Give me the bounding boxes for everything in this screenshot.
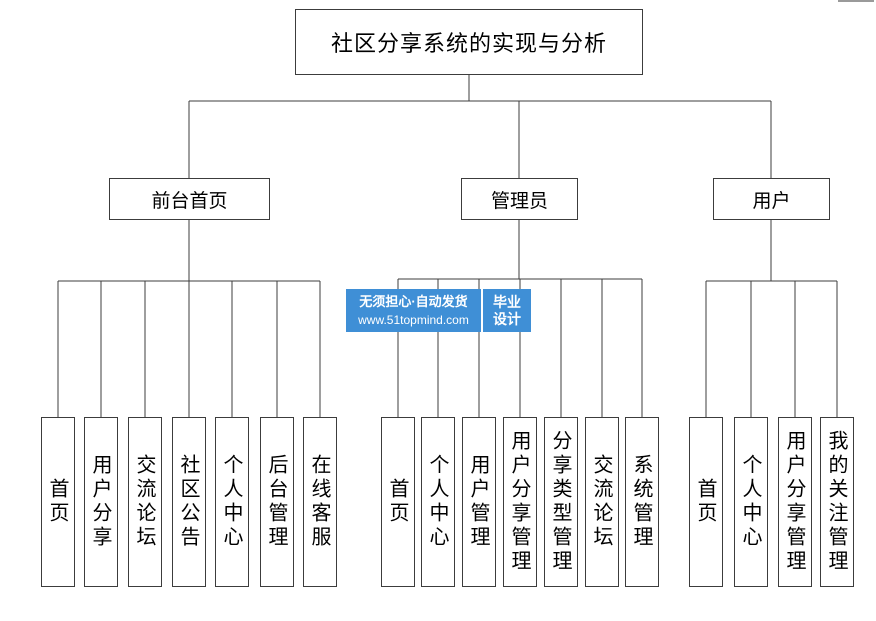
leaf-label: 用户分享管理 xyxy=(783,430,807,574)
leaf-node: 后台管理 xyxy=(260,417,294,587)
root-label: 社区分享系统的实现与分析 xyxy=(330,32,607,57)
corner-mark xyxy=(838,0,874,2)
leaf-label: 首页 xyxy=(46,478,70,526)
watermark-text-block: 无须担心·自动发货 www.51topmind.com xyxy=(346,289,481,332)
leaf-node: 社区公告 xyxy=(172,417,206,587)
leaf-label: 首页 xyxy=(694,478,718,526)
leaf-label: 系统管理 xyxy=(630,454,654,550)
leaf-node: 系统管理 xyxy=(625,417,659,587)
leaf-label: 我的关注管理 xyxy=(825,430,849,574)
leaf-label: 用户管理 xyxy=(467,454,491,550)
leaf-label: 在线客服 xyxy=(308,454,332,550)
leaf-node: 个人中心 xyxy=(215,417,249,587)
leaf-label: 社区公告 xyxy=(177,454,201,550)
leaf-node: 我的关注管理 xyxy=(820,417,854,587)
leaf-node: 交流论坛 xyxy=(128,417,162,587)
leaf-label: 用户分享 xyxy=(89,454,113,550)
branch-label: 前台首页 xyxy=(151,189,228,212)
branch-node-frontend-home: 前台首页 xyxy=(109,178,270,220)
leaf-node: 个人中心 xyxy=(421,417,455,587)
watermark-badge: 无须担心·自动发货 www.51topmind.com 毕业 设计 xyxy=(346,289,531,332)
watermark-url: www.51topmind.com xyxy=(358,312,469,327)
branch-label: 用户 xyxy=(752,189,791,212)
leaf-label: 交流论坛 xyxy=(590,454,614,550)
branch-node-admin: 管理员 xyxy=(461,178,578,220)
leaf-node: 首页 xyxy=(41,417,75,587)
leaf-label: 分享类型管理 xyxy=(549,430,573,574)
leaf-node: 首页 xyxy=(689,417,723,587)
leaf-node: 用户分享 xyxy=(84,417,118,587)
leaf-label: 个人中心 xyxy=(739,454,763,550)
watermark-tag-label: 毕业 设计 xyxy=(493,293,521,327)
root-node: 社区分享系统的实现与分析 xyxy=(295,9,643,75)
leaf-node: 首页 xyxy=(381,417,415,587)
leaf-label: 个人中心 xyxy=(426,454,450,550)
branch-label: 管理员 xyxy=(490,189,548,212)
leaf-label: 交流论坛 xyxy=(133,454,157,550)
leaf-label: 个人中心 xyxy=(220,454,244,550)
leaf-node: 分享类型管理 xyxy=(544,417,578,587)
branch-node-user: 用户 xyxy=(713,178,830,220)
leaf-label: 首页 xyxy=(386,478,410,526)
leaf-node: 在线客服 xyxy=(303,417,337,587)
watermark-tag: 毕业 设计 xyxy=(483,289,531,332)
leaf-label: 后台管理 xyxy=(265,454,289,550)
leaf-node: 用户管理 xyxy=(462,417,496,587)
leaf-node: 交流论坛 xyxy=(585,417,619,587)
leaf-node: 用户分享管理 xyxy=(503,417,537,587)
leaf-node: 用户分享管理 xyxy=(778,417,812,587)
watermark-slogan: 无须担心·自动发货 xyxy=(359,293,468,309)
leaf-node: 个人中心 xyxy=(734,417,768,587)
leaf-label: 用户分享管理 xyxy=(508,430,532,574)
